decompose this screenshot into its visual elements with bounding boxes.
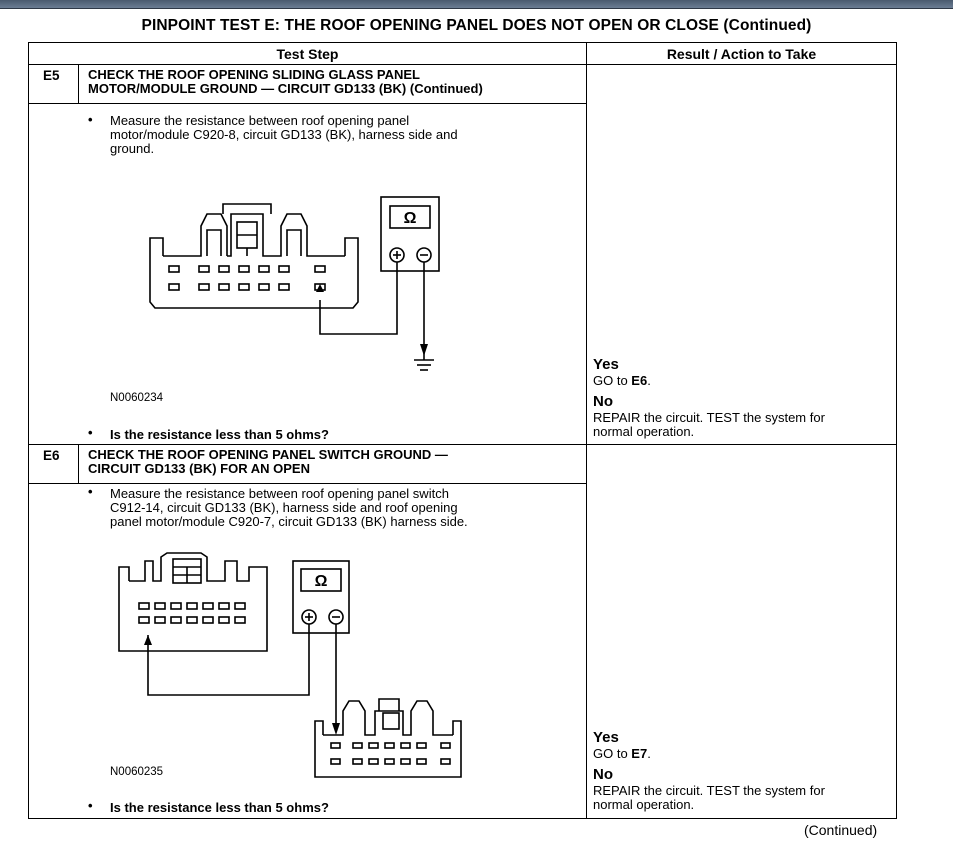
page-title: PINPOINT TEST E: THE ROOF OPENING PANEL … (141, 17, 812, 34)
header-row-divider (28, 64, 897, 65)
window-top-bar (0, 0, 953, 9)
e6-instruction-line3: panel motor/module C920-7, circuit GD133… (110, 514, 468, 529)
step-title-e6-line1: CHECK THE ROOF OPENING PANEL SWITCH GROU… (88, 447, 448, 462)
e5-no-label: No (593, 393, 613, 410)
e6-question-bullet: • (88, 798, 93, 813)
e5-question: Is the resistance less than 5 ohms? (110, 427, 329, 442)
e5-instruction-line1: Measure the resistance between roof open… (110, 113, 410, 128)
e5-figure-code: N0060234 (110, 392, 164, 404)
e6-bullet: • (88, 484, 93, 499)
step-title-e5-line1: CHECK THE ROOF OPENING SLIDING GLASS PAN… (88, 67, 421, 82)
e6-no-label: No (593, 766, 613, 783)
e5-question-bullet: • (88, 425, 93, 440)
e6-title-bottom (28, 483, 586, 484)
table-border-top (28, 42, 897, 43)
continued-label: (Continued) (804, 822, 878, 838)
e5-yes-action: GO to E6. (593, 373, 651, 388)
e5-instruction-line2: motor/module C920-8, circuit GD133 (BK),… (110, 127, 458, 142)
e6-yes-label: Yes (593, 729, 619, 746)
step-row-divider (28, 444, 897, 445)
step-title-e6-line2: CIRCUIT GD133 (BK) FOR AN OPEN (88, 461, 310, 476)
e5-connector-diagram: Ω (149, 196, 440, 371)
e5-no-action-line2: normal operation. (593, 424, 695, 439)
header-result-action: Result / Action to Take (666, 46, 817, 62)
e5-meter-ohm-label: Ω (404, 210, 417, 227)
header-test-step: Test Step (276, 46, 339, 62)
e6-no-action-line1: REPAIR the circuit. TEST the system for (593, 783, 825, 798)
e5-title-bottom (28, 103, 586, 104)
e5-no-action-line1: REPAIR the circuit. TEST the system for (593, 410, 825, 425)
table-border-right (896, 42, 897, 819)
e6-instruction-line2: C912-14, circuit GD133 (BK), harness sid… (110, 500, 458, 515)
e6-connector-diagram: Ω (118, 552, 462, 778)
e5-bullet: • (88, 112, 93, 127)
step-id-e5: E5 (43, 68, 60, 83)
e6-meter-ohm-label: Ω (315, 573, 328, 590)
e6-no-action-line2: normal operation. (593, 797, 695, 812)
e6-id-divider (78, 444, 79, 484)
column-divider (586, 42, 587, 819)
step-id-e6: E6 (43, 448, 60, 463)
e6-question: Is the resistance less than 5 ohms? (110, 800, 329, 815)
e6-figure-code: N0060235 (110, 766, 164, 778)
table-border-left (28, 42, 29, 819)
table-border-bottom (28, 818, 897, 819)
e5-id-divider (78, 64, 79, 104)
e5-instruction-line3: ground. (110, 141, 155, 156)
e5-yes-label: Yes (593, 356, 619, 373)
e6-instruction-line1: Measure the resistance between roof open… (110, 486, 449, 501)
step-title-e5-line2: MOTOR/MODULE GROUND — CIRCUIT GD133 (BK)… (88, 81, 483, 96)
e6-yes-action: GO to E7. (593, 746, 651, 761)
